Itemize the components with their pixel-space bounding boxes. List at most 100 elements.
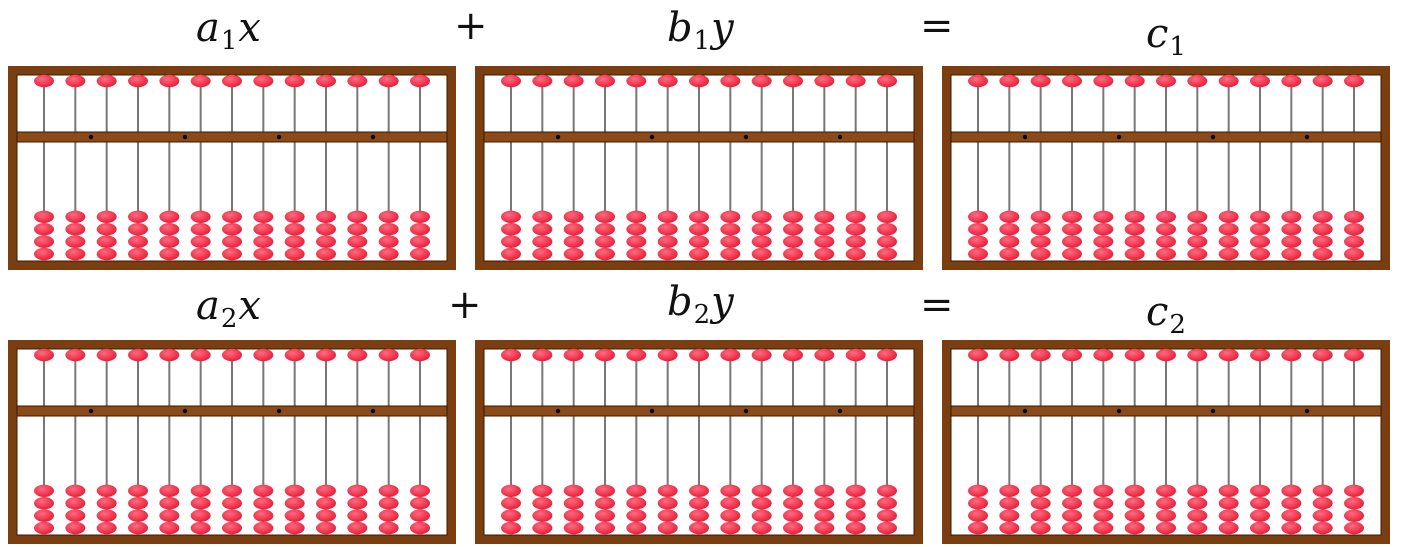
upper-bead (626, 74, 647, 88)
lower-bead (253, 247, 274, 261)
lower-bead (720, 509, 741, 522)
lower-bead (845, 521, 866, 535)
lower-bead (999, 497, 1020, 510)
upper-bead (783, 74, 803, 88)
lower-bead (532, 247, 553, 261)
lower-bead (1124, 497, 1145, 510)
lower-bead (563, 223, 584, 236)
lower-bead (347, 484, 368, 497)
unit-marker-dot (743, 408, 749, 414)
upper-bead (96, 348, 117, 362)
upper-bead (1187, 74, 1208, 88)
lower-bead (1062, 497, 1082, 510)
lower-bead (814, 497, 835, 510)
lower-bead (501, 210, 521, 223)
lower-bead (1344, 521, 1364, 535)
upper-bead (284, 348, 305, 362)
lower-bead (1062, 509, 1082, 522)
lower-bead (877, 497, 897, 510)
upper-bead (595, 348, 615, 362)
lower-bead (190, 247, 211, 261)
upper-bead (657, 348, 678, 362)
lower-bead (253, 484, 274, 497)
unit-marker-dot (182, 134, 188, 140)
lower-bead (1124, 210, 1145, 223)
upper-bead (720, 348, 741, 362)
upper-bead (1312, 74, 1333, 88)
lower-bead (751, 247, 772, 261)
lower-bead (999, 484, 1020, 497)
upper-bead (968, 74, 988, 88)
lower-bead (1124, 521, 1145, 535)
unit-marker-dot (370, 134, 376, 140)
lower-bead (1218, 497, 1239, 510)
lower-bead (190, 210, 211, 223)
lower-bead (689, 521, 709, 535)
unit-marker-dot (555, 408, 561, 414)
lower-bead (1344, 235, 1364, 248)
upper-bead (316, 348, 336, 362)
lower-bead (253, 223, 274, 236)
plus-sign-1: + (454, 3, 488, 49)
upper-bead (814, 348, 835, 362)
lower-bead (222, 235, 242, 248)
lower-bead (845, 497, 866, 510)
lower-bead (253, 521, 274, 535)
lower-bead (751, 223, 772, 236)
abacus-svg (942, 66, 1390, 270)
lower-bead (751, 235, 772, 248)
lower-bead (1062, 247, 1082, 261)
lower-bead (1281, 497, 1302, 510)
term-a2x: a2x (196, 283, 261, 334)
lower-bead (1312, 521, 1333, 535)
lower-bead (1030, 223, 1051, 236)
lower-bead (563, 210, 584, 223)
upper-bead (501, 74, 521, 88)
unit-marker-dot (1304, 408, 1310, 414)
lower-bead (501, 235, 521, 248)
lower-bead (1312, 509, 1333, 522)
lower-bead (1250, 509, 1270, 522)
lower-bead (563, 509, 584, 522)
lower-bead (1156, 210, 1176, 223)
upper-bead (347, 74, 368, 88)
unit-marker-dot (1210, 134, 1216, 140)
lower-bead (877, 235, 897, 248)
lower-bead (1030, 484, 1051, 497)
abacus-beads (34, 348, 430, 535)
lower-bead (190, 235, 211, 248)
lower-bead (595, 509, 615, 522)
unit-marker-dot (649, 134, 655, 140)
lower-bead (159, 509, 180, 522)
lower-bead (316, 235, 336, 248)
lower-bead (1187, 210, 1208, 223)
lower-bead (1312, 247, 1333, 261)
lower-bead (378, 235, 399, 248)
lower-bead (1030, 210, 1051, 223)
abacus-beads (968, 74, 1364, 261)
upper-bead (1250, 348, 1270, 362)
lower-bead (1312, 235, 1333, 248)
lower-bead (128, 484, 148, 497)
upper-bead (845, 348, 866, 362)
lower-bead (814, 247, 835, 261)
lower-bead (657, 223, 678, 236)
lower-bead (814, 509, 835, 522)
lower-bead (1281, 484, 1302, 497)
lower-bead (1062, 223, 1082, 236)
lower-bead (689, 247, 709, 261)
lower-bead (877, 484, 897, 497)
upper-bead (1281, 74, 1302, 88)
lower-bead (128, 497, 148, 510)
lower-bead (65, 497, 86, 510)
lower-bead (190, 509, 211, 522)
lower-bead (1250, 223, 1270, 236)
lower-bead (751, 210, 772, 223)
lower-bead (532, 497, 553, 510)
lower-bead (783, 247, 803, 261)
lower-bead (316, 210, 336, 223)
lower-bead (128, 521, 148, 535)
lower-bead (284, 247, 305, 261)
unit-marker-dot (1022, 134, 1028, 140)
upper-bead (378, 348, 399, 362)
